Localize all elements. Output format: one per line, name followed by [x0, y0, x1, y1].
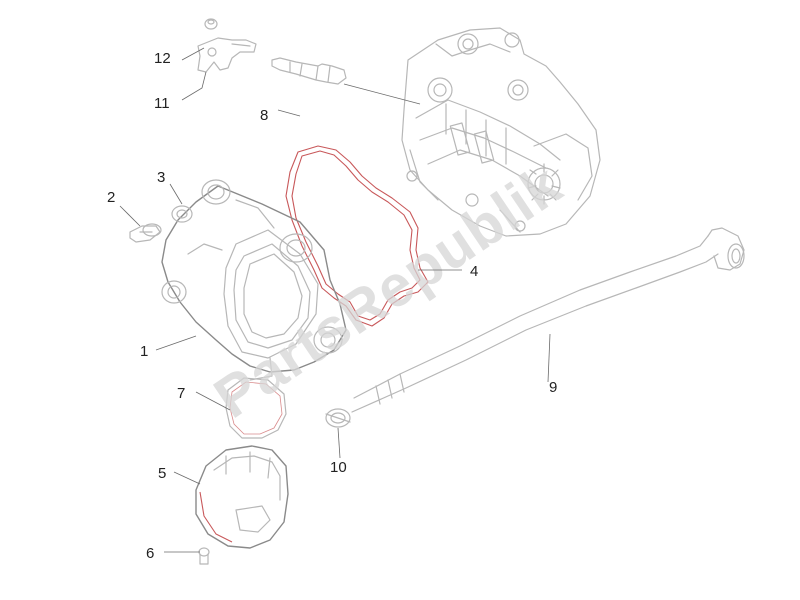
callout-12: 12: [154, 50, 171, 67]
part-4-gasket: [285, 145, 429, 327]
part-6-screw: [198, 547, 210, 565]
part-8-spark-plug: [271, 57, 347, 85]
cylinder-head: [401, 27, 601, 237]
part-2-bolt: [129, 223, 162, 243]
leader-lines: [119, 47, 551, 553]
callout-9: 9: [549, 379, 557, 396]
part-3-seal: [171, 205, 193, 223]
callout-numbers: 12 11 8 3 2 4 1 7 9 10 5 6: [107, 50, 557, 562]
callout-10: 10: [330, 459, 347, 476]
watermark-text: PartsRepublik: [203, 152, 573, 431]
part-7-breather-gasket: [225, 377, 287, 439]
part-11-bracket: [197, 37, 257, 73]
part-10-clamp: [325, 408, 351, 428]
part-9-hose: [351, 227, 745, 413]
part-5-breather-housing: [195, 445, 289, 549]
callout-3: 3: [157, 169, 165, 186]
callout-5: 5: [158, 465, 166, 482]
callout-7: 7: [177, 385, 185, 402]
part-12-cap: [204, 18, 218, 30]
callout-11: 11: [154, 95, 170, 112]
callout-1: 1: [140, 343, 148, 360]
part-1-valve-cover: [161, 179, 347, 381]
callout-2: 2: [107, 189, 115, 206]
callout-8: 8: [260, 107, 268, 124]
callout-4: 4: [470, 263, 478, 280]
callout-6: 6: [146, 545, 154, 562]
